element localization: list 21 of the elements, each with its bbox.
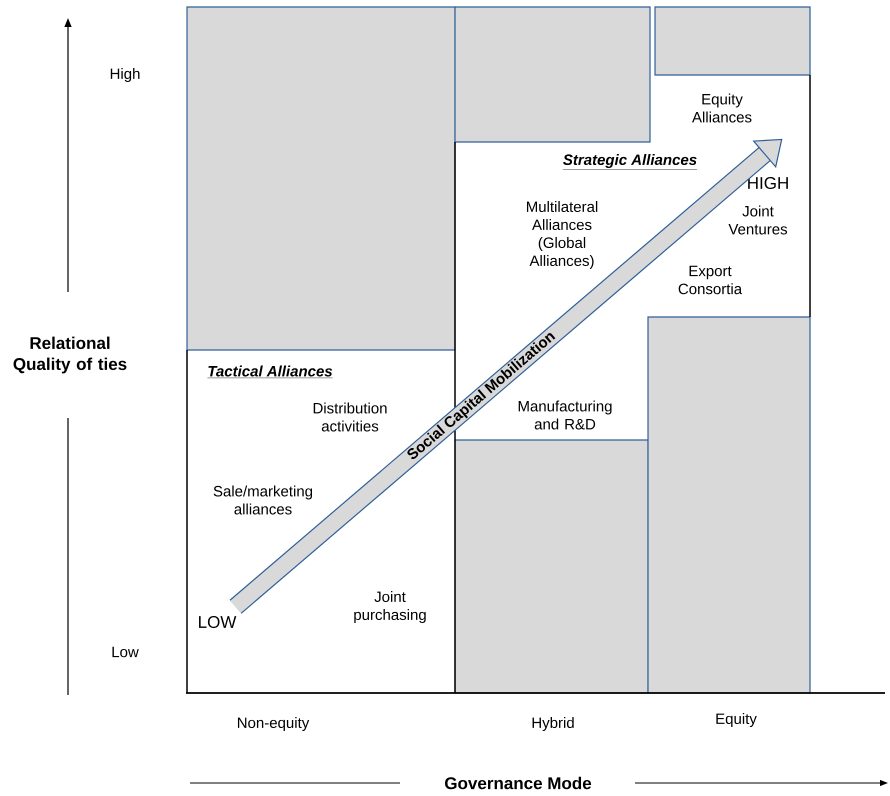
shaded-block bbox=[454, 6, 651, 143]
shaded-block bbox=[454, 439, 649, 694]
label-text: Distribution activities bbox=[314, 402, 387, 432]
block-arrow bbox=[230, 138, 782, 614]
level-label: HIGH bbox=[748, 176, 788, 190]
label-text: Equity bbox=[716, 713, 757, 727]
shaded-block bbox=[654, 6, 811, 76]
label-text: Hybrid bbox=[532, 717, 574, 731]
axis-title: Relational Quality of ties bbox=[6, 336, 134, 374]
label-text: Non-equity bbox=[238, 717, 310, 731]
label-text: Equity Alliances bbox=[692, 94, 752, 122]
label-text: Joint Ventures bbox=[728, 206, 788, 234]
label-text: Low bbox=[112, 646, 139, 658]
label-text: Sale/marketing alliances bbox=[214, 486, 312, 514]
axis-title: Governance Mode bbox=[443, 776, 593, 790]
shaded-block bbox=[647, 316, 811, 694]
label-text: Joint purchasing bbox=[354, 591, 426, 623]
level-label: LOW bbox=[199, 616, 236, 628]
section-heading: Strategic Alliances bbox=[562, 154, 698, 170]
label-text: Multilateral Alliances (Global Alliances) bbox=[526, 201, 598, 269]
section-heading: Tactical Alliances bbox=[207, 366, 333, 378]
